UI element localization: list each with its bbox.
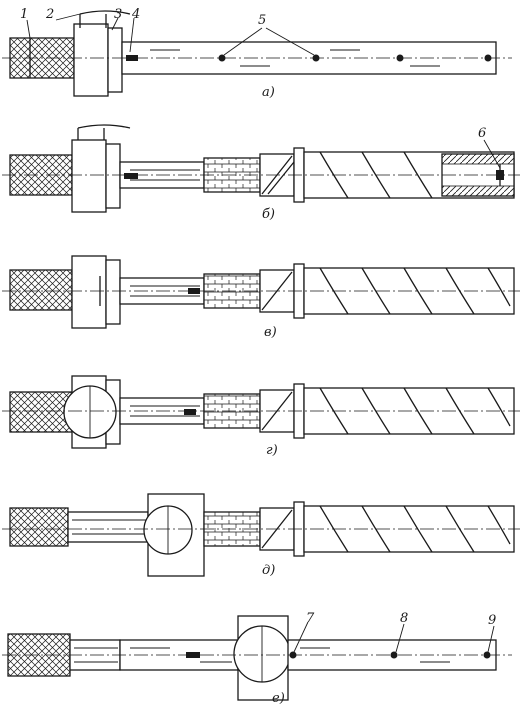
callout-2: 2 — [45, 7, 54, 22]
stage-f: 7 8 9 е) — [2, 611, 512, 706]
clamp-handle — [79, 10, 131, 28]
callout-5: 5 — [258, 13, 266, 28]
callout-3: 3 — [114, 7, 122, 22]
caption-d: г) — [266, 443, 278, 458]
caption-b: б) — [262, 207, 275, 222]
callout-9: 9 — [488, 613, 496, 628]
callout-1: 1 — [20, 7, 28, 22]
stage-c: в) — [2, 255, 520, 340]
caption-a: а) — [262, 85, 275, 100]
clamp-tool — [71, 139, 107, 213]
clamp-tool — [73, 23, 109, 97]
core-marker — [126, 55, 138, 61]
callout-6: 6 — [478, 126, 486, 141]
stage-d: г) — [2, 375, 520, 458]
caption-f: е) — [272, 691, 285, 706]
callout-8: 8 — [400, 611, 408, 626]
clamp-tool — [71, 255, 107, 329]
caption-e: д) — [262, 563, 275, 578]
stage-e: д) — [2, 493, 520, 578]
clamp-plate — [107, 27, 123, 93]
stage-a: 1 2 3 4 5 а) — [2, 7, 512, 100]
stage-b: 6 б) — [2, 124, 520, 222]
callout-4: 4 — [131, 7, 140, 22]
caption-c: в) — [264, 325, 277, 340]
callout-7: 7 — [306, 611, 315, 626]
